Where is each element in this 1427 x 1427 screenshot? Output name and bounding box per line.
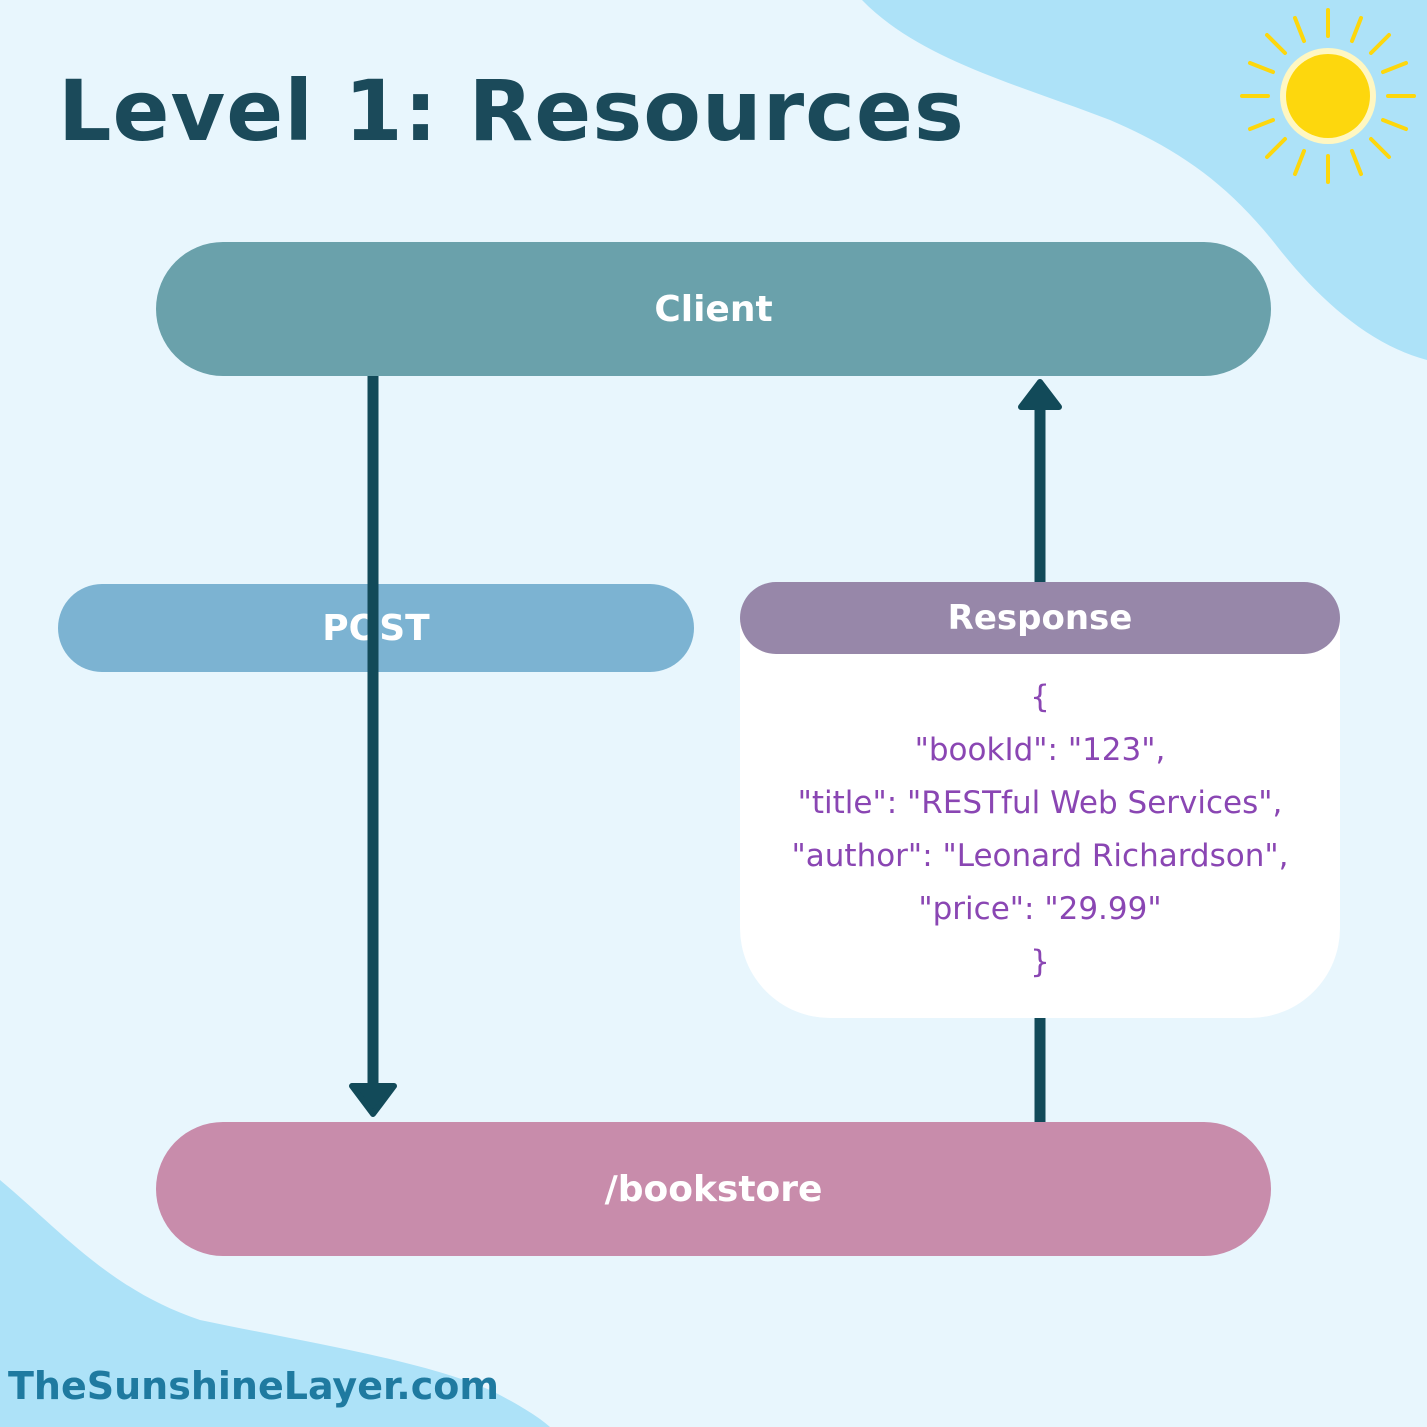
sun-icon <box>1240 8 1416 184</box>
page-title: Level 1: Resources <box>58 62 965 160</box>
json-line: "author": "Leonard Richardson", <box>791 838 1289 874</box>
arrow-down <box>349 376 397 1117</box>
json-line: "bookId": "123", <box>914 732 1166 768</box>
bookstore-node: /bookstore <box>156 1122 1271 1256</box>
json-line: } <box>1030 944 1050 980</box>
bookstore-label: /bookstore <box>604 1168 823 1210</box>
client-node: Client <box>156 242 1271 376</box>
response-label: Response <box>947 598 1133 638</box>
bottom-left-blob <box>0 1180 550 1427</box>
json-line: { <box>1030 679 1050 715</box>
json-line: "title": "RESTful Web Services", <box>797 785 1283 821</box>
footer-website: TheSunshineLayer.com <box>8 1364 499 1408</box>
json-line: "price": "29.99" <box>918 891 1162 927</box>
response-header: Response <box>740 582 1340 654</box>
response-body: { "bookId": "123", "title": "RESTful Web… <box>740 620 1340 1018</box>
client-label: Client <box>654 288 773 330</box>
